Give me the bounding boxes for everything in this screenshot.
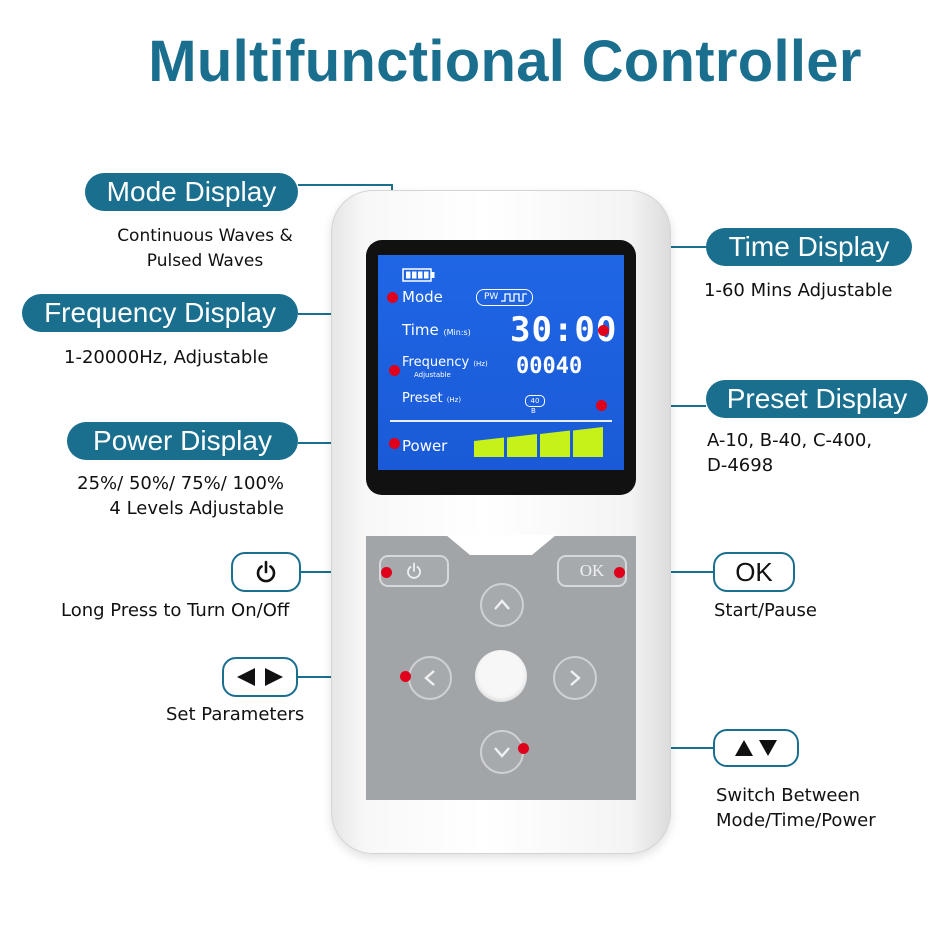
preset-display-label: Preset Display <box>706 380 928 418</box>
ok-key-callout: OK <box>713 552 795 592</box>
lcd-time-label-text: Time <box>402 321 439 339</box>
lcd-mode-badge: PW <box>476 289 533 306</box>
lcd-mode-badge-text: PW <box>484 292 499 302</box>
lcd-preset-letter: B <box>531 407 536 415</box>
left-button[interactable] <box>408 656 452 700</box>
marker-time <box>598 325 609 336</box>
power-display-label: Power Display <box>67 422 298 460</box>
left-right-key-desc: Set Parameters <box>166 704 305 725</box>
lcd-preset-label: Preset (Hz) <box>402 391 461 406</box>
lcd-preset-label-text: Preset <box>402 391 443 406</box>
up-down-desc-line-1: Switch Between <box>716 785 860 806</box>
preset-desc-line-1: A-10, B-40, C-400, <box>707 430 873 451</box>
marker-frequency <box>389 365 400 376</box>
up-down-key-desc: Switch Between Mode/Time/Power <box>716 783 876 833</box>
power-bar-segment <box>573 427 603 457</box>
left-right-key-callout <box>222 657 298 697</box>
power-key-desc: Long Press to Turn On/Off <box>61 600 290 621</box>
marker-preset <box>596 400 607 411</box>
preset-display-desc: A-10, B-40, C-400, D-4698 <box>707 428 872 478</box>
marker-left-button <box>400 671 411 682</box>
lcd-time-label: Time (Min:s) <box>402 321 471 339</box>
power-bar-segment <box>507 434 537 457</box>
time-display-label: Time Display <box>706 228 912 266</box>
right-button[interactable] <box>553 656 597 700</box>
battery-icon <box>402 268 435 282</box>
mode-desc-line-1: Continuous Waves & <box>117 226 293 246</box>
lcd-power-bars <box>474 427 603 457</box>
frequency-display-label: Frequency Display <box>22 294 298 332</box>
mode-display-desc: Continuous Waves & Pulsed Waves <box>115 224 295 274</box>
power-desc-line-1: 25%/ 50%/ 75%/ 100% <box>77 473 284 494</box>
lcd-divider <box>390 420 612 422</box>
lcd-frequency-value: 00040 <box>516 354 583 379</box>
up-down-arrows-icon <box>735 740 777 756</box>
chevron-left-icon <box>424 670 435 686</box>
mode-desc-line-2: Pulsed Waves <box>146 251 264 271</box>
keypad-notch <box>366 535 636 555</box>
time-display-desc: 1-60 Mins Adjustable <box>704 280 893 301</box>
marker-down-button <box>518 743 529 754</box>
device-power-icon <box>407 562 421 579</box>
page-title: Multifunctional Controller <box>148 29 862 94</box>
up-button[interactable] <box>480 583 524 627</box>
chevron-down-icon <box>494 747 510 758</box>
lcd-time-unit: (Min:s) <box>443 328 471 337</box>
lcd-frequency-label-text: Frequency <box>402 355 470 370</box>
ok-key-desc: Start/Pause <box>714 600 817 621</box>
chevron-up-icon <box>494 599 510 610</box>
marker-power-button <box>381 567 392 578</box>
lcd-preset-badge: 40 <box>525 395 545 407</box>
frequency-display-desc: 1-20000Hz, Adjustable <box>64 347 269 368</box>
power-desc-line-2: 4 Levels Adjustable <box>109 498 284 519</box>
power-icon <box>256 560 276 583</box>
lcd-frequency-unit: (Hz) <box>473 360 488 368</box>
up-down-desc-line-2: Mode/Time/Power <box>716 810 876 831</box>
chevron-right-icon <box>570 670 581 686</box>
power-bar-segment <box>540 430 570 457</box>
power-bar-segment <box>474 437 504 457</box>
power-display-desc: 25%/ 50%/ 75%/ 100% 4 Levels Adjustable <box>64 471 284 521</box>
lcd-preset-unit: (Hz) <box>446 396 462 404</box>
down-button[interactable] <box>480 730 524 774</box>
center-button[interactable] <box>475 650 527 702</box>
marker-mode <box>387 292 398 303</box>
lcd-screen: Mode PW Time (Min:s) 30:00 Frequency (Hz… <box>378 255 624 470</box>
pulse-wave-icon <box>501 293 527 302</box>
lcd-frequency-sub: Adjustable <box>414 371 451 379</box>
lcd-power-label: Power <box>402 437 448 455</box>
lcd-frequency-label: Frequency (Hz) <box>402 355 488 370</box>
mode-display-label: Mode Display <box>85 173 298 211</box>
power-key-callout <box>231 552 301 592</box>
lcd-mode-label: Mode <box>402 288 443 306</box>
left-right-arrows-icon <box>237 668 283 686</box>
preset-desc-line-2: D-4698 <box>707 455 774 476</box>
marker-ok-button <box>614 567 625 578</box>
up-down-key-callout <box>713 729 799 767</box>
marker-power <box>389 438 400 449</box>
